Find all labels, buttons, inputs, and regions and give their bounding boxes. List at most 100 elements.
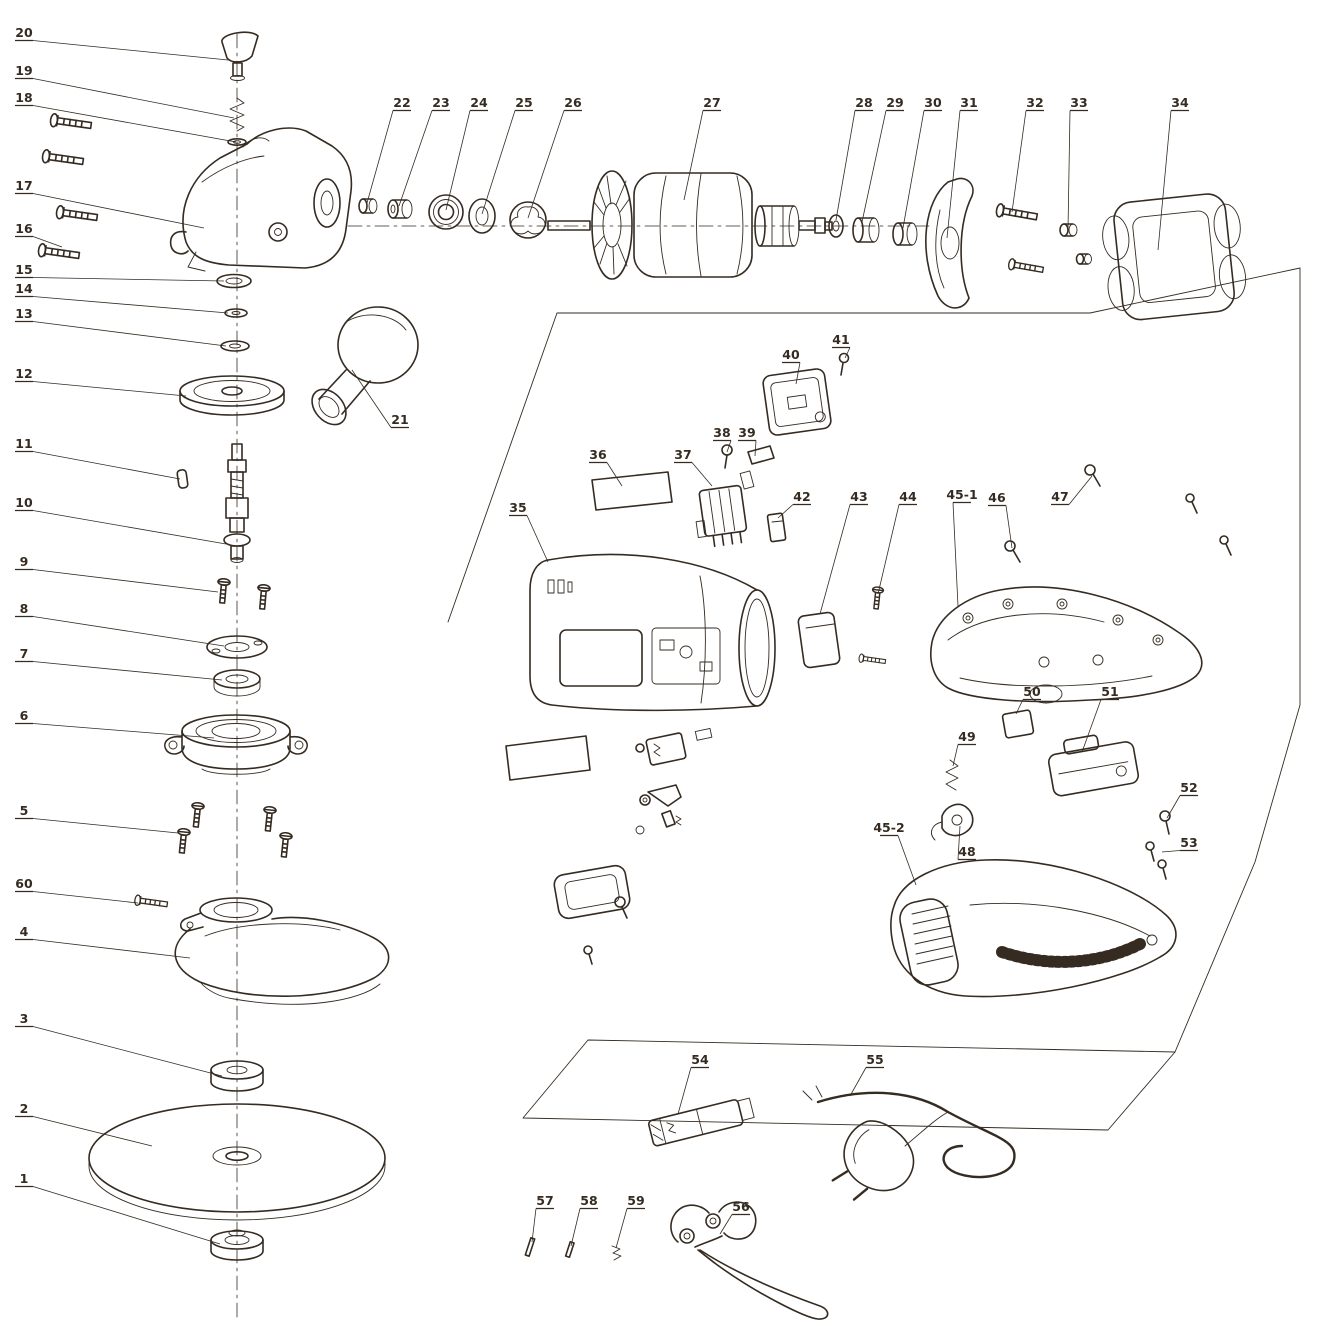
part-label-23: 23 xyxy=(398,95,450,207)
leader-line xyxy=(32,1116,153,1147)
leader-line xyxy=(691,462,713,487)
part-label-7: 7 xyxy=(15,646,223,681)
leader-line xyxy=(32,296,229,314)
brush-holder-parts xyxy=(635,727,713,835)
part-5-screws xyxy=(175,801,294,859)
part-49-spring xyxy=(945,759,959,791)
leader-line xyxy=(1166,795,1181,819)
part-46-screw xyxy=(1004,540,1021,563)
part-45-1-handle-housing-top xyxy=(930,586,1203,704)
part-42-terminal xyxy=(766,512,787,543)
part-30-sleeve xyxy=(892,222,918,246)
part-26-wave-ring xyxy=(509,201,547,239)
leader-line xyxy=(897,835,917,886)
leader-line xyxy=(683,110,704,201)
part-number: 12 xyxy=(15,366,32,381)
leader-line xyxy=(527,110,565,219)
leader-line xyxy=(902,110,925,229)
part-44-screws xyxy=(857,585,887,667)
part-number: 11 xyxy=(15,436,32,451)
leader-line xyxy=(526,515,549,563)
part-label-2: 2 xyxy=(15,1101,153,1147)
part-label-58: 58 xyxy=(570,1193,598,1247)
part-label-17: 17 xyxy=(15,178,205,229)
part-55-power-cord xyxy=(802,1085,1016,1201)
part-37-switch xyxy=(695,484,748,548)
leader-line xyxy=(844,347,851,359)
part-47-screw xyxy=(1084,464,1101,487)
part-number: 26 xyxy=(564,95,582,110)
part-number: 36 xyxy=(589,447,607,462)
part-number: 2 xyxy=(20,1101,29,1116)
part-label-51: 51 xyxy=(1081,684,1119,753)
part-14-washer xyxy=(224,308,248,318)
part-number: 3 xyxy=(20,1011,29,1026)
leader-line xyxy=(946,110,961,239)
part-23-sleeve xyxy=(387,199,413,219)
part-10-spindle xyxy=(223,443,251,563)
part-number: 33 xyxy=(1070,95,1087,110)
leader-line xyxy=(398,110,433,207)
part-4-wheel-guard xyxy=(174,897,390,1005)
part-label-21: 21 xyxy=(351,369,409,429)
part-label-47: 47 xyxy=(1051,475,1093,506)
part-number: 43 xyxy=(850,489,867,504)
part-36-nameplate xyxy=(591,471,673,511)
part-number: 37 xyxy=(674,447,691,462)
leader-line xyxy=(849,1067,867,1097)
part-label-1: 1 xyxy=(15,1171,221,1245)
part-number: 54 xyxy=(691,1052,709,1067)
part-22-nut xyxy=(358,198,378,214)
part-label-60: 60 xyxy=(15,876,139,904)
part-1-clamp-nut xyxy=(210,1229,264,1261)
part-label-4: 4 xyxy=(15,924,191,959)
leader-line xyxy=(32,451,181,480)
part-number: 51 xyxy=(1101,684,1118,699)
leader-line xyxy=(835,110,856,221)
part-number: 27 xyxy=(703,95,720,110)
part-21-side-handle xyxy=(311,306,419,426)
part-label-46: 46 xyxy=(988,490,1013,549)
leader-line xyxy=(366,110,394,204)
part-6-bearing-cover xyxy=(164,714,308,775)
part-number: 5 xyxy=(20,803,29,818)
part-number: 9 xyxy=(20,554,29,569)
part-label-59: 59 xyxy=(615,1193,645,1249)
part-number: 18 xyxy=(15,90,32,105)
part-57-pin xyxy=(524,1237,536,1257)
part-label-53: 53 xyxy=(1161,835,1198,853)
part-number: 56 xyxy=(732,1199,750,1214)
leader-line xyxy=(726,440,732,453)
part-40-switch-cover xyxy=(762,368,832,436)
leader-line xyxy=(795,362,801,385)
part-number: 20 xyxy=(15,25,33,40)
part-number: 15 xyxy=(15,262,32,277)
part-number: 55 xyxy=(866,1052,883,1067)
part-label-10: 10 xyxy=(15,495,227,545)
leader-line xyxy=(1161,850,1181,853)
part-54-carbon-brush xyxy=(647,1097,755,1147)
part-number: 7 xyxy=(20,646,29,661)
part-number: 47 xyxy=(1051,489,1068,504)
part-45-2-handle-housing-bottom xyxy=(890,858,1177,998)
leader-line xyxy=(32,1026,223,1077)
part-label-34: 34 xyxy=(1157,95,1189,251)
leader-line xyxy=(32,1186,221,1245)
leader-line xyxy=(957,825,961,860)
part-52-screw xyxy=(1159,810,1171,835)
part-number: 41 xyxy=(832,332,849,347)
leader-line xyxy=(1081,699,1102,753)
part-34-stator xyxy=(1102,193,1247,321)
part-label-54: 54 xyxy=(677,1052,709,1115)
part-29-bearing xyxy=(852,217,880,243)
part-label-32: 32 xyxy=(1011,95,1044,213)
part-48-lever xyxy=(931,803,974,841)
part-38-screw xyxy=(721,444,733,469)
part-label-24: 24 xyxy=(445,95,488,211)
part-number: 38 xyxy=(713,425,730,440)
part-number: 21 xyxy=(391,412,408,427)
part-number: 13 xyxy=(15,306,32,321)
part-label-52: 52 xyxy=(1166,780,1198,819)
part-label-48: 48 xyxy=(957,825,976,861)
